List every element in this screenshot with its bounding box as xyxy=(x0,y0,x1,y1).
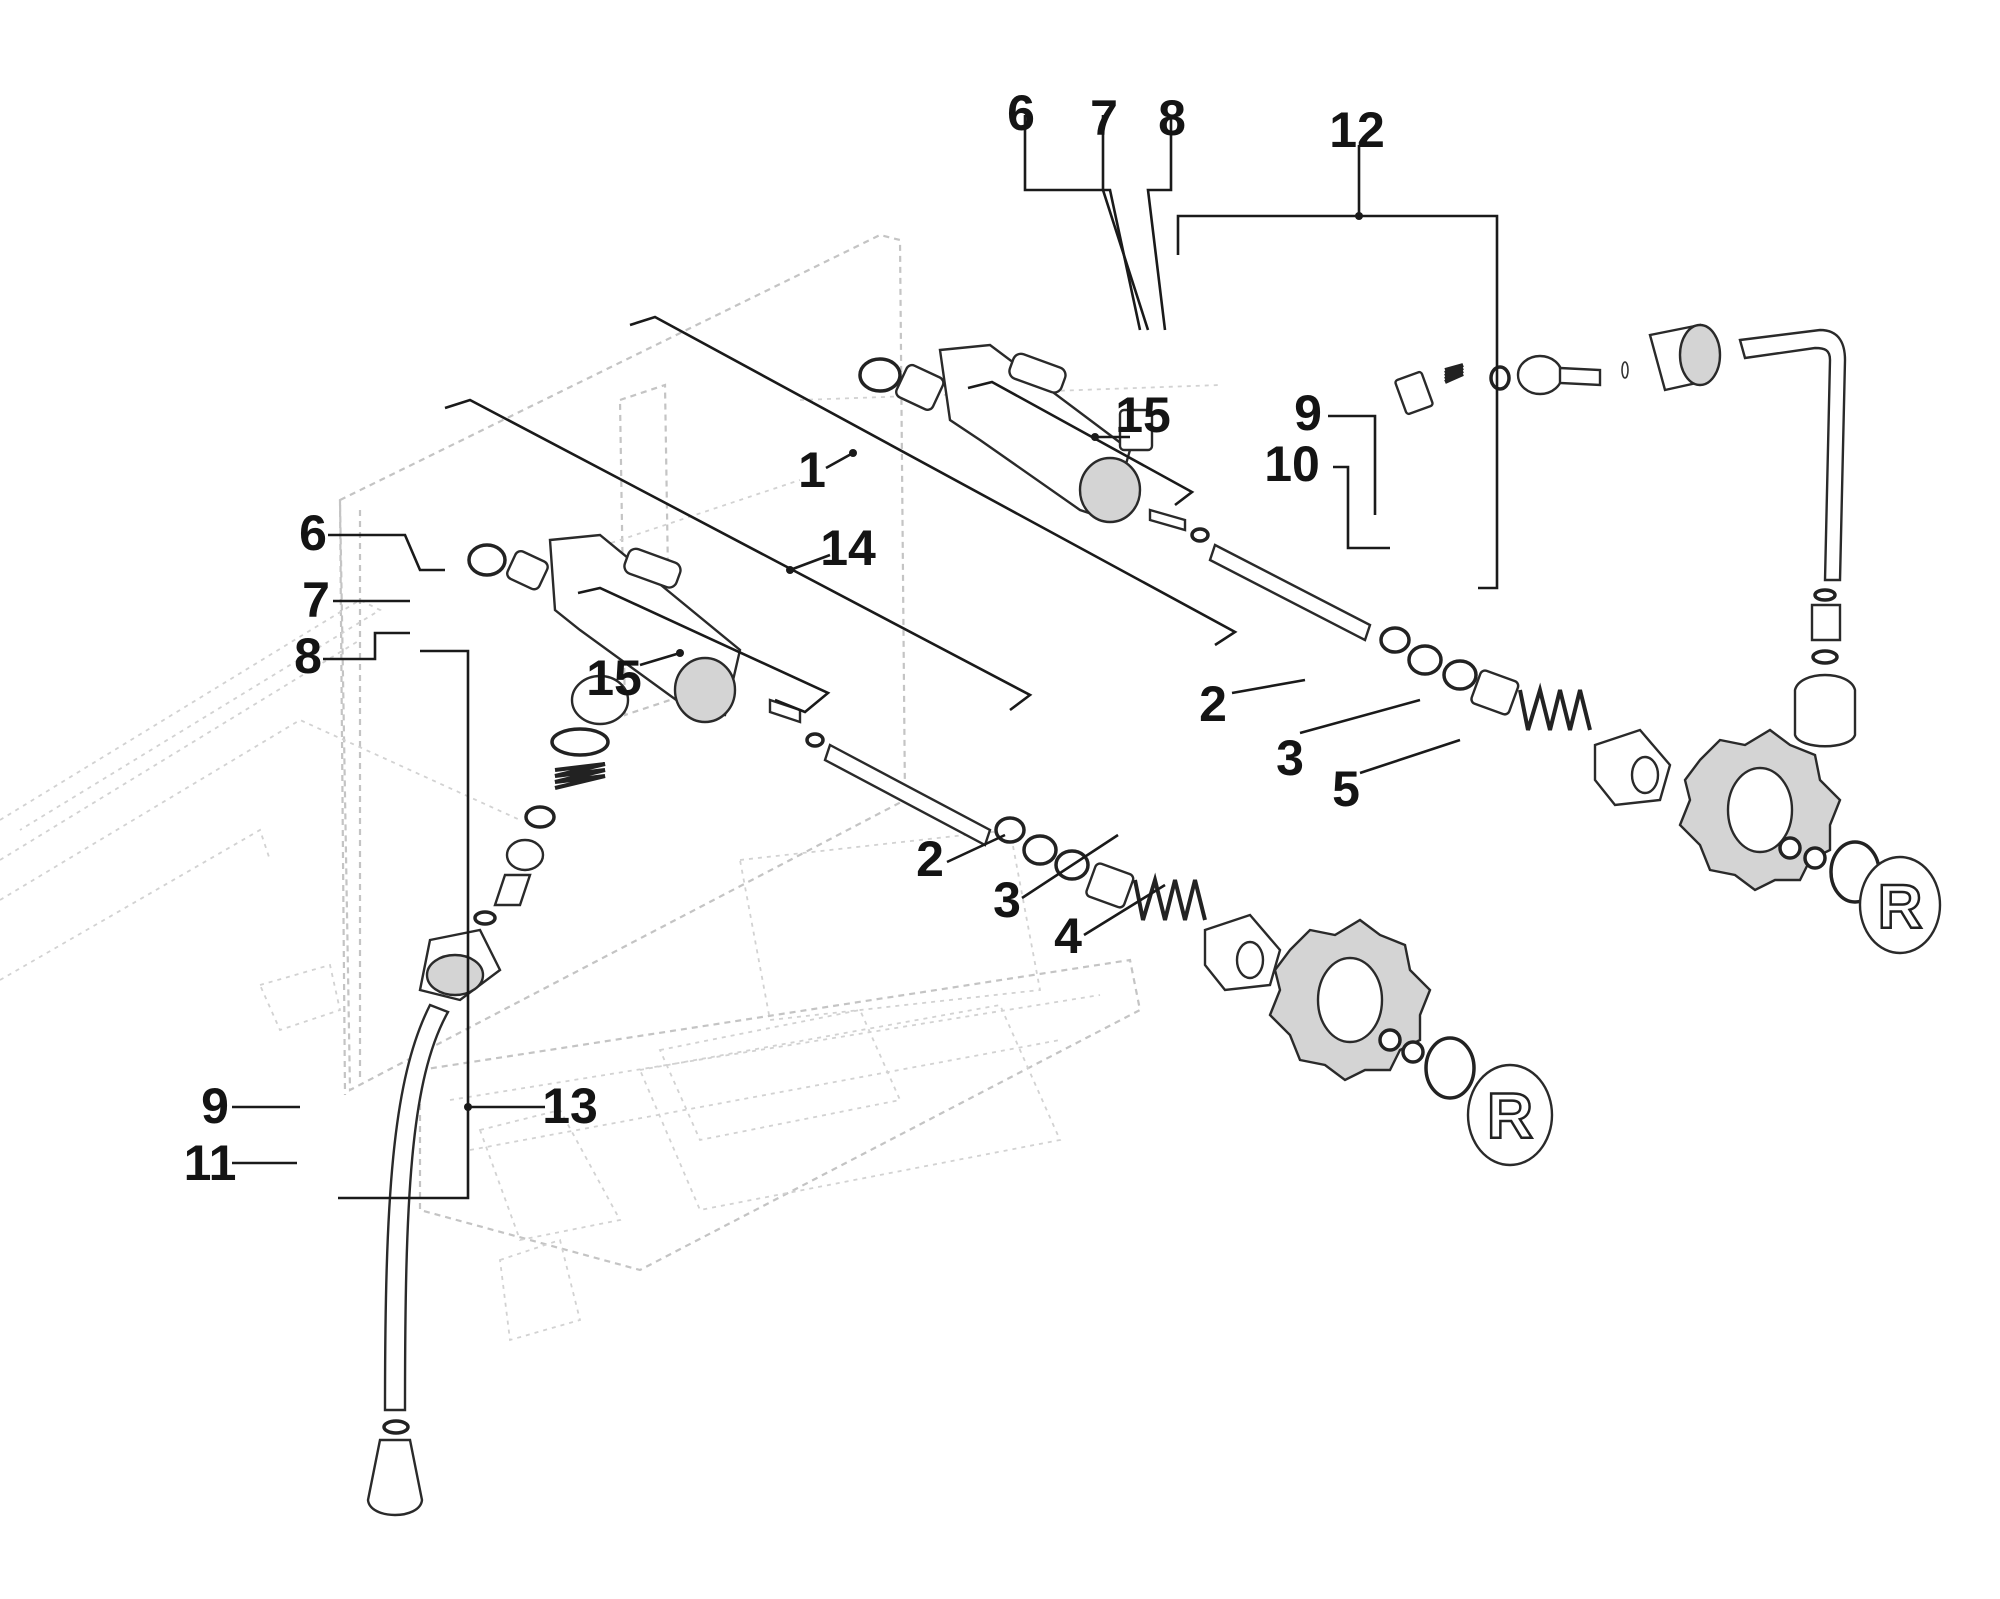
label-left-3: 3 xyxy=(993,872,1021,928)
leader-lines xyxy=(232,115,1499,1200)
label-left-8: 8 xyxy=(294,628,322,684)
label-right-3: 3 xyxy=(1276,730,1304,786)
label-left-6: 6 xyxy=(299,505,327,561)
label-right-15: 15 xyxy=(1115,387,1171,443)
label-left-13: 13 xyxy=(542,1078,598,1134)
label-left-14: 14 xyxy=(820,520,876,576)
label-right-6: 6 xyxy=(1007,85,1035,141)
label-left-7: 7 xyxy=(302,572,330,628)
label-right-10: 10 xyxy=(1264,436,1320,492)
svg-text:R: R xyxy=(1878,873,1923,942)
label-left-4: 4 xyxy=(1054,908,1082,964)
label-left-2: 2 xyxy=(916,831,944,887)
label-right-8: 8 xyxy=(1158,90,1186,146)
label-left-11: 11 xyxy=(184,1135,237,1191)
callout-labels: 6 7 8 12 15 9 10 1 2 3 5 14 15 6 7 8 13 … xyxy=(184,85,1385,1191)
label-right-2: 2 xyxy=(1199,676,1227,732)
label-right-5: 5 xyxy=(1332,761,1360,817)
right-valve-assembly: R xyxy=(858,323,1942,955)
left-valve-assembly: R xyxy=(366,533,1554,1517)
label-right-12: 12 xyxy=(1329,102,1385,158)
label-left-9: 9 xyxy=(201,1078,229,1134)
svg-text:R: R xyxy=(1487,1080,1533,1152)
label-right-9: 9 xyxy=(1294,385,1322,441)
label-right-1: 1 xyxy=(798,442,826,498)
label-right-7: 7 xyxy=(1090,90,1118,146)
label-left-15: 15 xyxy=(586,650,642,706)
